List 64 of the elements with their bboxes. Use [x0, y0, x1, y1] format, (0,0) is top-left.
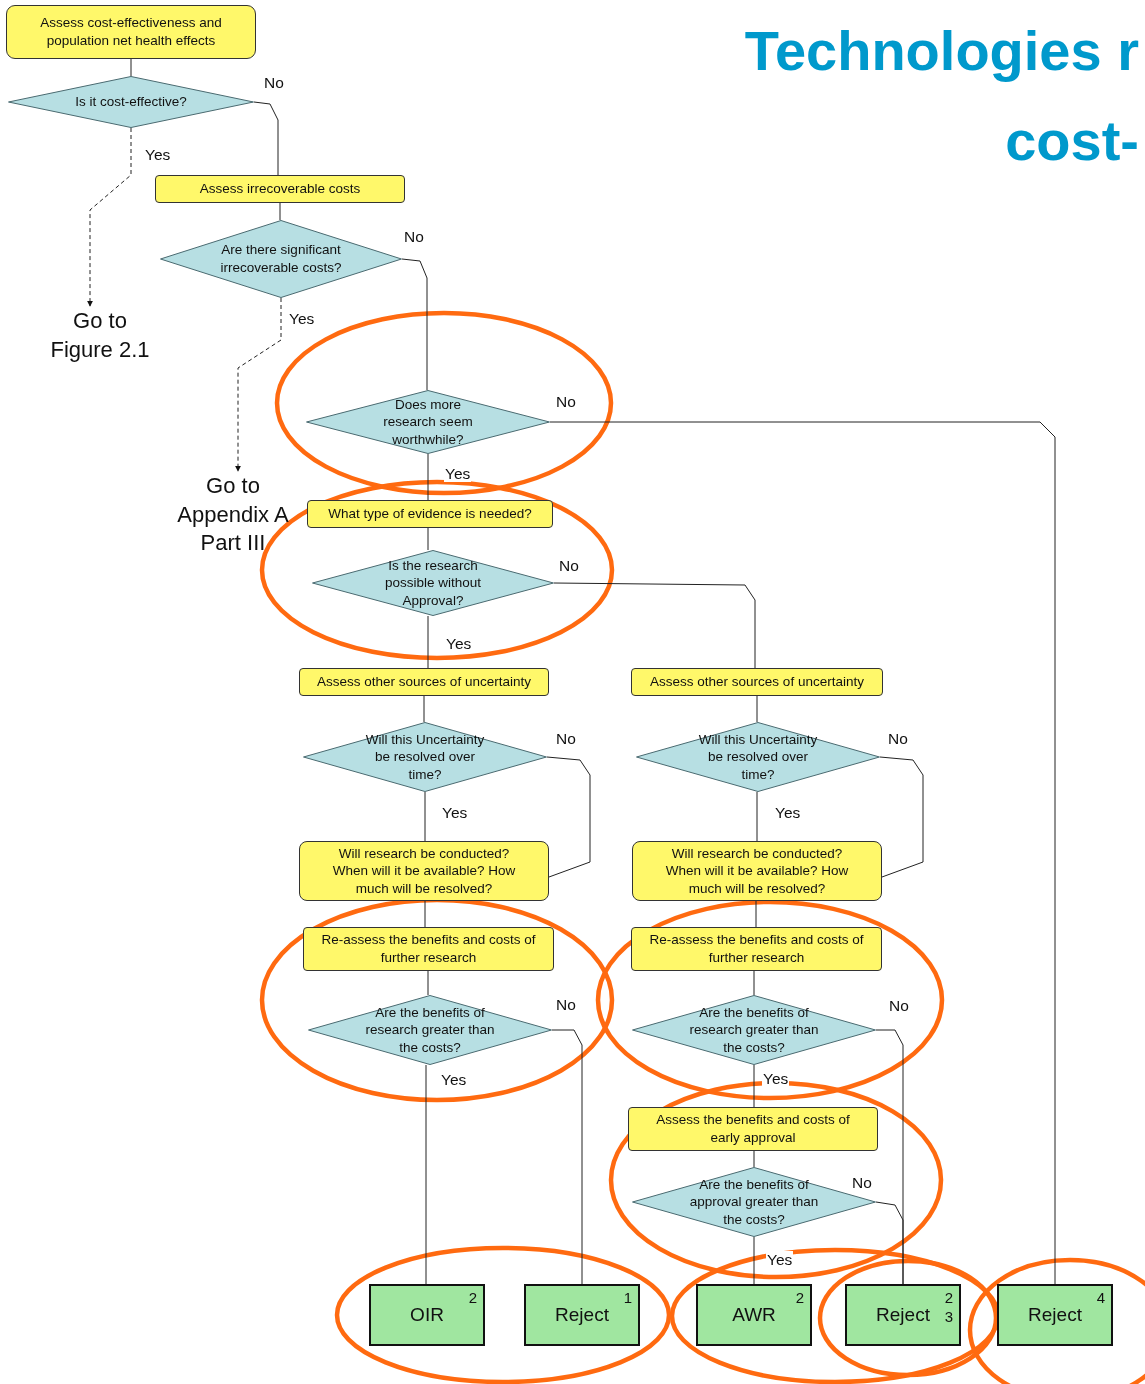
decision-text: Will this Uncertainty be resolved over time?	[698, 730, 818, 784]
process-box: Assess cost-effectiveness and population net health effects	[6, 5, 256, 59]
outcome-label: Reject	[555, 1304, 609, 1326]
decision-text: Are the benefits of research greater than the costs?	[364, 1003, 496, 1057]
connector-line	[279, 202, 281, 221]
footnote-number: 2	[795, 1290, 804, 1307]
connector-line	[879, 756, 924, 878]
footnote-number: 1	[623, 1290, 632, 1307]
connector-line	[753, 970, 755, 996]
connector-line	[427, 615, 429, 669]
process-box: Re-assess the benefits and costs of further research	[631, 927, 882, 971]
outcome-label: OIR	[410, 1304, 444, 1326]
connector-line	[756, 791, 758, 842]
connector-line	[427, 527, 429, 551]
decision-text: Is the research possible without Approval?	[383, 556, 483, 610]
process-box: Assess other sources of uncertainty	[631, 668, 883, 696]
dashed-arrow	[87, 127, 132, 307]
connector-line	[427, 970, 429, 996]
decision-text: Are there significant irrecoverable costs?	[219, 241, 343, 277]
decision-text: Are the benefits of approval greater than the costs?	[688, 1175, 820, 1229]
connector-line	[423, 695, 425, 723]
decision-text: Are the benefits of research greater than the costs?	[688, 1003, 820, 1057]
outcome-box	[696, 1284, 812, 1346]
connector-line	[427, 453, 429, 501]
slide-title: Technologies r cost-	[743, 18, 1139, 174]
connector-line	[875, 1201, 904, 1285]
process-box: Will research be conducted? When will it be available? How much will be resolved?	[299, 841, 549, 901]
connector-line	[753, 1150, 755, 1168]
outcome-box	[369, 1284, 485, 1346]
outcome-box	[524, 1284, 640, 1346]
process-box: What type of evidence is needed?	[307, 500, 553, 528]
footnote-number: 2	[944, 1290, 953, 1307]
dashed-arrow	[235, 297, 282, 472]
connector-line	[553, 582, 756, 669]
connector-line	[755, 900, 757, 928]
footnote-number: 2	[468, 1290, 477, 1307]
goto-text: Go to Figure 2.1	[45, 306, 155, 366]
connector-line	[425, 1064, 427, 1285]
connector-line	[551, 1029, 583, 1285]
connector-line	[253, 101, 279, 176]
outcome-box	[997, 1284, 1113, 1346]
footnote-number: 3	[944, 1308, 953, 1325]
connector-line	[756, 695, 758, 723]
decision-text: Will this Uncertainty be resolved over time?	[365, 730, 485, 784]
connector-line	[753, 1064, 755, 1108]
outcome-label: Reject	[876, 1304, 930, 1326]
process-box: Assess irrecoverable costs	[155, 175, 405, 203]
goto-text: Go to Appendix A Part III	[168, 471, 298, 559]
process-box: Assess the benefits and costs of early approval	[628, 1107, 878, 1151]
connector-line	[130, 58, 132, 77]
connector-line	[549, 421, 1056, 1285]
process-box: Will research be conducted? When will it be available? How much will be resolved?	[632, 841, 882, 901]
process-box: Re-assess the benefits and costs of further research	[303, 927, 554, 971]
decision-text: Does more research seem worthwhile?	[382, 395, 474, 449]
footnote-number: 4	[1096, 1290, 1105, 1307]
outcome-box	[845, 1284, 961, 1346]
connector-line	[546, 756, 591, 878]
decision-text: Is it cost-effective?	[74, 93, 188, 111]
outcome-label: Reject	[1028, 1304, 1082, 1326]
process-box: Assess other sources of uncertainty	[299, 668, 549, 696]
outcome-label: AWR	[732, 1304, 776, 1326]
connector-line	[401, 258, 428, 391]
connector-line	[424, 900, 426, 928]
connector-line	[424, 791, 426, 842]
